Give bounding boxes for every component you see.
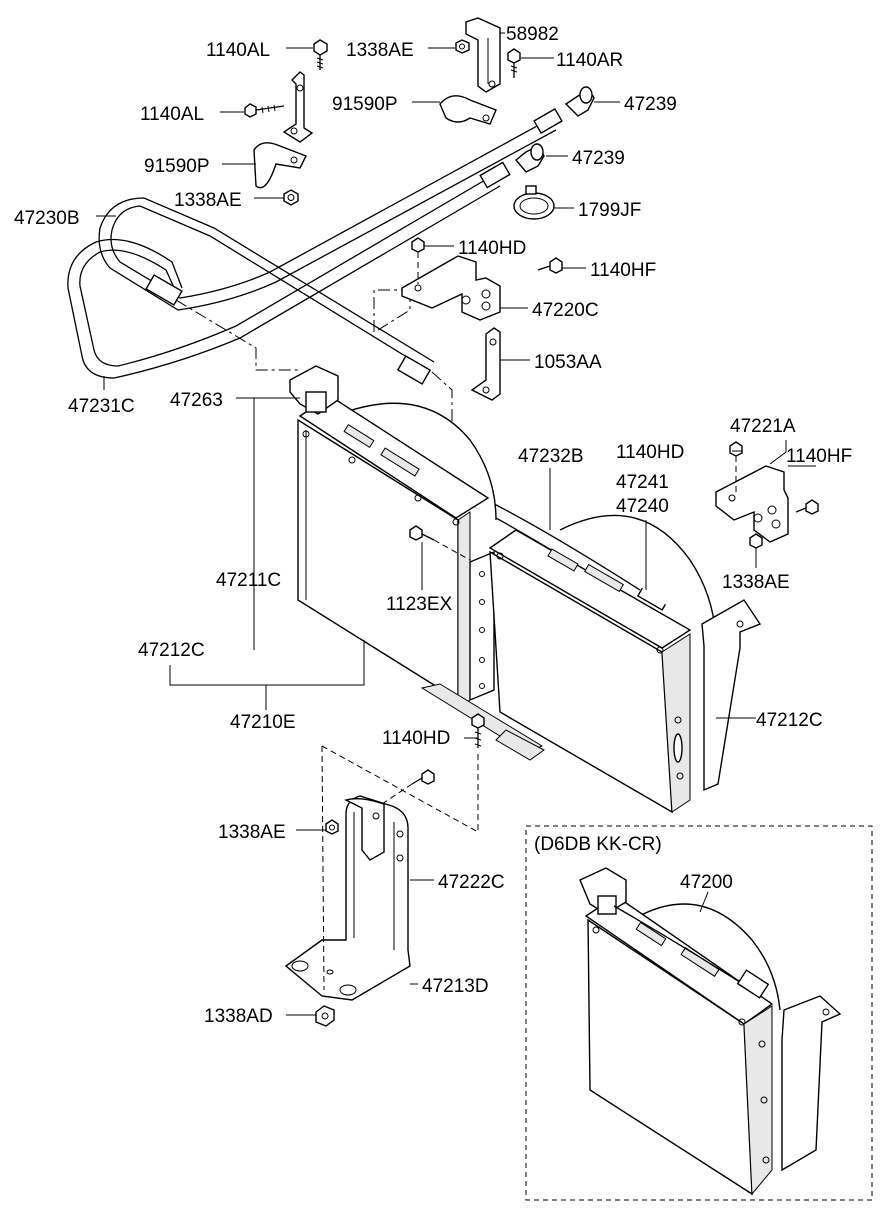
clamp-91590p-top (439, 95, 497, 125)
hose-clamp-1799jf (513, 185, 555, 220)
label-1140hd-b[interactable]: 1140HD (616, 442, 684, 463)
bolt-1123ex (409, 525, 471, 561)
label-1123ex[interactable]: 1123EX (386, 594, 453, 615)
elbow-fitting-47239-a (564, 86, 595, 117)
bracket-58982 (465, 17, 501, 93)
inset-title: (D6DB KK-CR) (534, 834, 662, 855)
oil-cooler-inset-47200 (579, 867, 842, 1196)
nut-1338ad (315, 1005, 335, 1027)
label-47230b[interactable]: 47230B (14, 208, 80, 229)
leader-lines (96, 32, 816, 1016)
label-47240[interactable]: 47240 (616, 496, 669, 517)
label-1140hf-b[interactable]: 1140HF (786, 446, 852, 467)
label-47211c[interactable]: 47211C (216, 570, 281, 591)
label-1140al-b[interactable]: 1140AL (140, 104, 204, 125)
label-47231c[interactable]: 47231C (68, 396, 135, 417)
nut-1338ae-mid (283, 189, 299, 206)
oil-cooler-left (289, 365, 497, 709)
label-47212c-a[interactable]: 47212C (138, 640, 205, 661)
label-47213d[interactable]: 47213D (422, 976, 489, 997)
label-1338ae-b[interactable]: 1338AE (174, 190, 242, 211)
label-58982[interactable]: 58982 (506, 24, 559, 45)
bolt-1140ar (507, 48, 521, 78)
label-1140ar[interactable]: 1140AR (556, 50, 623, 71)
nut-1338ae-top (455, 39, 470, 54)
label-1338ae-c[interactable]: 1338AE (722, 572, 790, 593)
label-47221a[interactable]: 47221A (730, 416, 796, 437)
oil-cooler-right (488, 514, 762, 814)
nut-1338ae-lower (325, 819, 339, 835)
bolt-1140hd-lower-a (471, 713, 485, 748)
label-47232b[interactable]: 47232B (518, 446, 584, 467)
label-91590p-b[interactable]: 91590P (144, 156, 210, 177)
label-47220c[interactable]: 47220C (532, 300, 599, 321)
clamp-91590p-mid (253, 142, 307, 189)
label-47263[interactable]: 47263 (170, 390, 223, 411)
label-91590p-a[interactable]: 91590P (332, 94, 398, 115)
label-47222c[interactable]: 47222C (438, 872, 505, 893)
label-1338ae-d[interactable]: 1338AE (218, 822, 286, 843)
bolt-1140hd-lower-b (411, 769, 435, 785)
label-47200[interactable]: 47200 (680, 872, 733, 893)
bracket-small-left (282, 71, 314, 143)
bolt-1140hf-top (537, 257, 563, 274)
label-1140hd-a[interactable]: 1140HD (458, 238, 526, 259)
label-47239-a[interactable]: 47239 (624, 94, 677, 115)
label-1338ad[interactable]: 1338AD (204, 1006, 273, 1027)
label-47212c-b[interactable]: 47212C (756, 710, 823, 731)
bracket-47221a (715, 441, 819, 549)
elbow-fitting-47239-b (515, 143, 545, 173)
label-1140al-a[interactable]: 1140AL (206, 40, 270, 61)
bolt-1140al-top (313, 39, 328, 70)
bracket-47220c (401, 237, 501, 321)
bracket-1053aa (470, 327, 501, 401)
label-1140hf-a[interactable]: 1140HF (590, 260, 656, 281)
inset-frame (525, 825, 873, 1201)
label-47239-b[interactable]: 47239 (572, 148, 625, 169)
bolt-1140al-mid (244, 103, 285, 118)
label-1799jf[interactable]: 1799JF (578, 200, 641, 221)
label-47210e[interactable]: 47210E (230, 712, 296, 733)
label-1053aa[interactable]: 1053AA (534, 352, 602, 373)
bracket-47222c (284, 795, 411, 1001)
part-labels: 1140AL 1338AE 58982 1140AR 1140AL 91590P… (14, 24, 852, 1027)
label-47241[interactable]: 47241 (616, 472, 669, 493)
label-1140hd-c[interactable]: 1140HD (382, 728, 450, 749)
label-1338ae-a[interactable]: 1338AE (346, 40, 414, 61)
